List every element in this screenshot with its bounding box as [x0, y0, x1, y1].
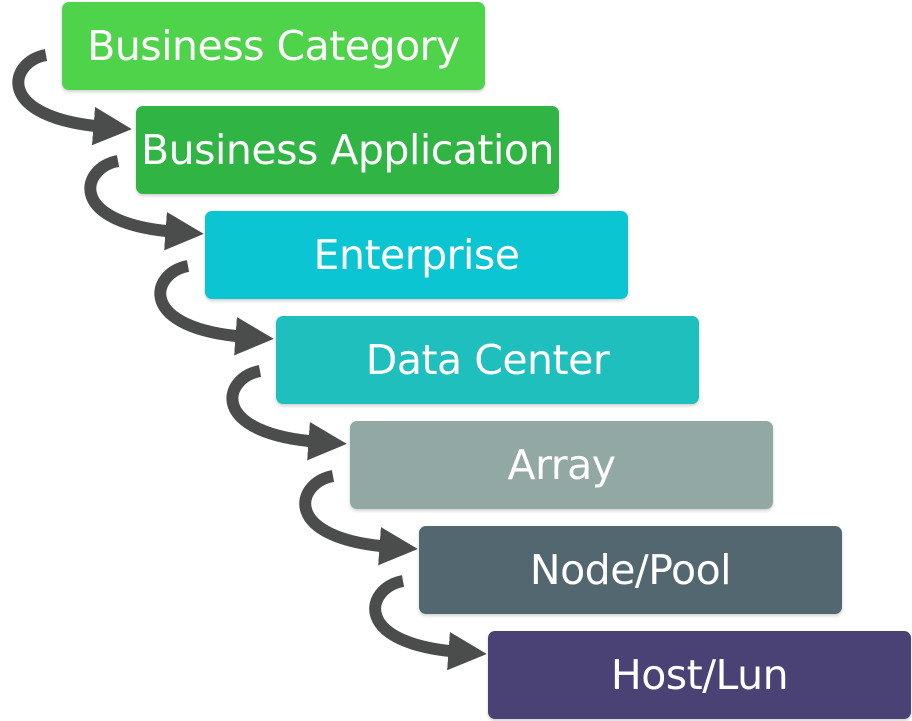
level-label: Business Application	[141, 126, 554, 174]
curved-arrow-icon	[84, 155, 204, 251]
level-box-business-application: Business Application	[136, 106, 559, 194]
level-box-business-category: Business Category	[62, 2, 485, 90]
level-label: Array	[507, 441, 616, 489]
level-label: Host/Lun	[610, 651, 789, 699]
level-box-data-center: Data Center	[276, 316, 699, 404]
curved-arrow-icon	[369, 575, 487, 671]
level-box-node-pool: Node/Pool	[419, 526, 842, 614]
curved-arrow-icon	[299, 470, 418, 566]
level-box-enterprise: Enterprise	[205, 211, 628, 299]
curved-arrow-icon	[226, 365, 347, 461]
level-label: Node/Pool	[529, 546, 732, 594]
level-label: Enterprise	[313, 231, 520, 279]
level-box-host-lun: Host/Lun	[488, 631, 911, 719]
curved-arrow-icon	[154, 260, 274, 356]
level-label: Business Category	[87, 22, 460, 70]
curved-arrow-icon	[12, 49, 132, 146]
level-box-array: Array	[350, 421, 773, 509]
level-label: Data Center	[365, 336, 610, 384]
